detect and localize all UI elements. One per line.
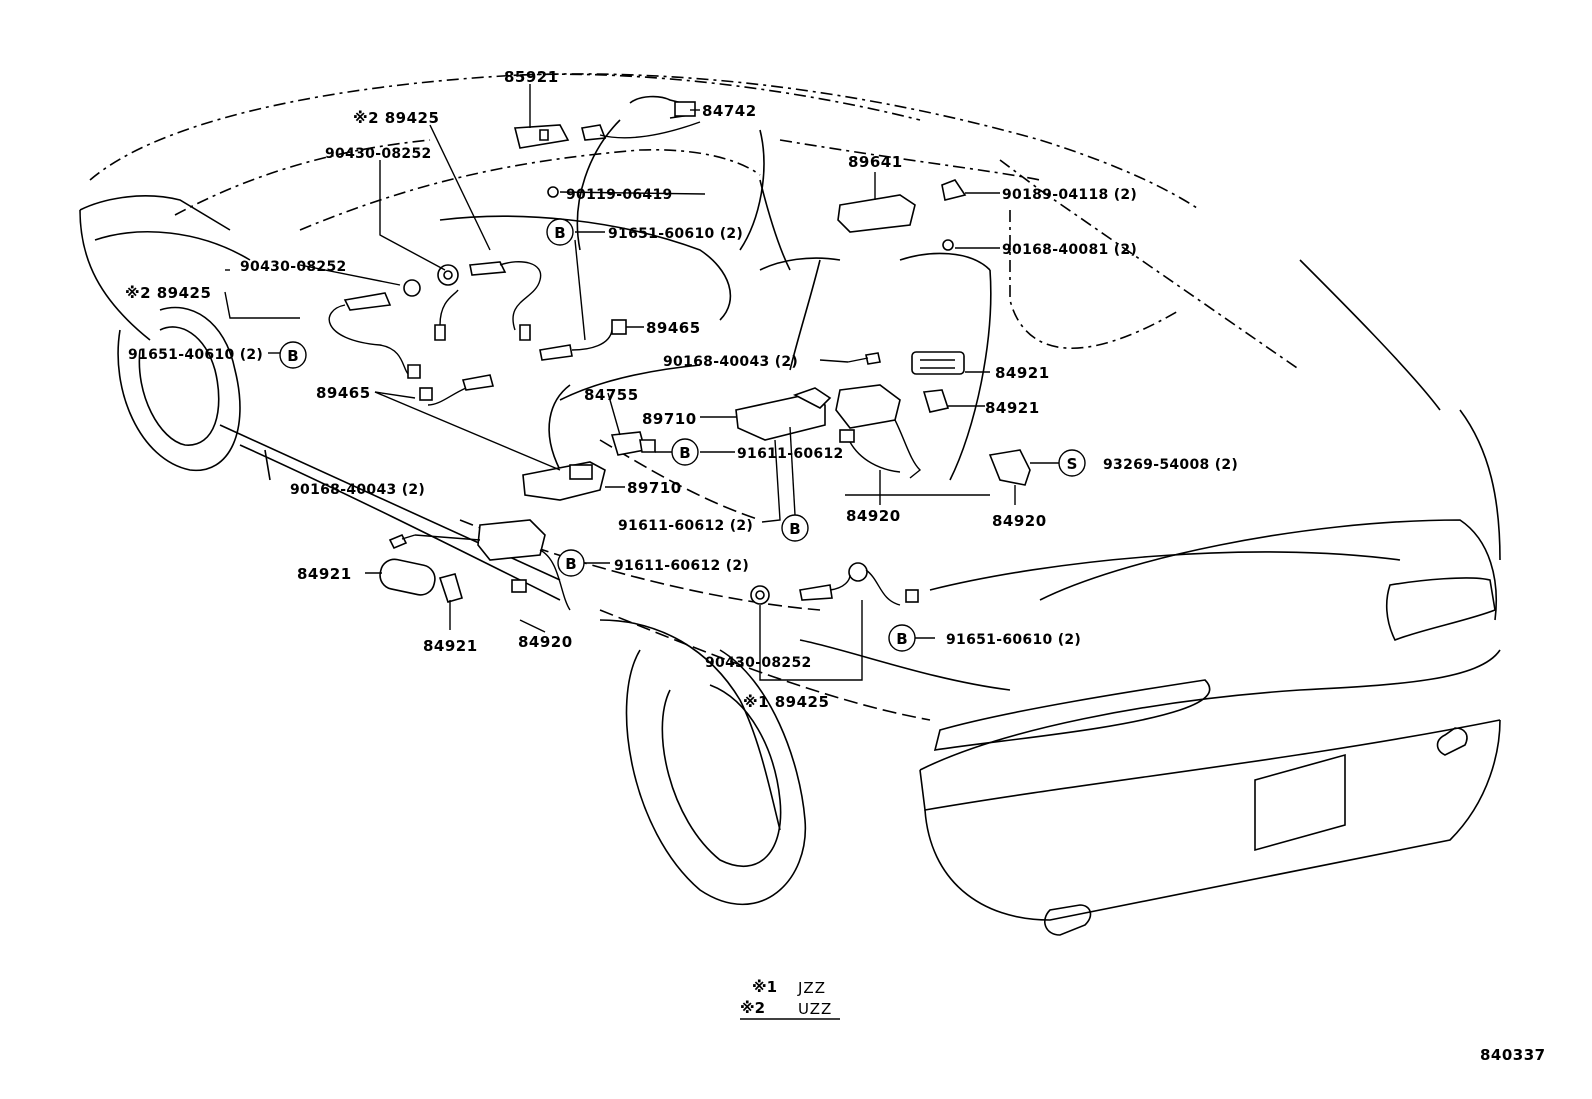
part-label-90119: 90119-06419 xyxy=(566,187,673,203)
parts-glyphs xyxy=(328,95,1031,611)
bolt-marker: B xyxy=(546,218,574,246)
part-label-90189: 90189-04118 (2) xyxy=(1002,187,1137,203)
part-label-84920-right: 84920 xyxy=(992,512,1047,530)
legend: ※1 JZZ ※2 UZZ xyxy=(740,978,840,1020)
part-label-89641: 89641 xyxy=(848,153,903,171)
figure-number: 840337 xyxy=(1480,1046,1546,1064)
part-label-89425-low: ※1 89425 xyxy=(743,693,829,711)
part-label-90430-top: 90430-08252 xyxy=(325,146,432,162)
leader-lines xyxy=(224,84,1060,681)
part-label-91651-low: 91651-60610 (2) xyxy=(946,632,1081,648)
svg-text:S: S xyxy=(1067,455,1078,473)
part-label-89710-low: 89710 xyxy=(627,479,682,497)
part-label-91611-c: 91611-60612 (2) xyxy=(614,558,749,574)
bolt-marker: B xyxy=(671,438,699,466)
bolt-marker: B xyxy=(888,624,916,652)
car-body-outline xyxy=(79,73,1501,936)
part-label-84742: 84742 xyxy=(702,102,757,120)
part-label-84921-a: 84921 xyxy=(995,364,1050,382)
legend-code-1: JZZ xyxy=(797,979,826,997)
bolt-marker: B xyxy=(557,549,585,577)
part-label-90168-43-mid: 90168-40043 (2) xyxy=(663,354,798,370)
part-label-89710-mid: 89710 xyxy=(642,410,697,428)
part-label-84920-mid: 84920 xyxy=(846,507,901,525)
part-label-84921-c: 84921 xyxy=(297,565,352,583)
part-label-89425-left: ※2 89425 xyxy=(125,284,211,302)
svg-text:B: B xyxy=(554,224,565,242)
part-label-89465-right: 89465 xyxy=(646,319,701,337)
svg-text:B: B xyxy=(287,347,298,365)
part-label-90430-low: 90430-08252 xyxy=(705,655,812,671)
part-label-91651-left: 91651-40610 (2) xyxy=(128,347,263,363)
part-label-89425-top: ※2 89425 xyxy=(353,109,439,127)
svg-text:B: B xyxy=(679,444,690,462)
part-label-91651-top: 91651-60610 (2) xyxy=(608,226,743,242)
bolt-marker: B xyxy=(781,514,809,542)
part-label-89465-left: 89465 xyxy=(316,384,371,402)
legend-code-2: UZZ xyxy=(798,1000,832,1018)
part-label-84920-low: 84920 xyxy=(518,633,573,651)
svg-text:B: B xyxy=(789,520,800,538)
legend-mark-1: ※1 xyxy=(752,978,777,996)
part-label-93269: 93269-54008 (2) xyxy=(1103,457,1238,473)
part-label-90430-left: 90430-08252 xyxy=(240,259,347,275)
screw-marker: S xyxy=(1058,449,1086,477)
part-label-91611-b: 91611-60612 (2) xyxy=(618,518,753,534)
part-label-90168-81: 90168-40081 (2) xyxy=(1002,242,1137,258)
marker-circles: B B B S B B B xyxy=(279,218,1086,652)
part-label-84755: 84755 xyxy=(584,386,639,404)
bolt-marker: B xyxy=(279,341,307,369)
svg-text:B: B xyxy=(896,630,907,648)
part-labels: 85921 84742 ※2 89425 90430-08252 90119-0… xyxy=(125,68,1238,711)
part-label-84921-d: 84921 xyxy=(423,637,478,655)
legend-mark-2: ※2 xyxy=(740,999,765,1017)
part-label-85921: 85921 xyxy=(504,68,559,86)
part-label-84921-b: 84921 xyxy=(985,399,1040,417)
svg-text:B: B xyxy=(565,555,576,573)
part-label-90168-43-low: 90168-40043 (2) xyxy=(290,482,425,498)
part-label-91611-a: 91611-60612 xyxy=(737,446,844,462)
